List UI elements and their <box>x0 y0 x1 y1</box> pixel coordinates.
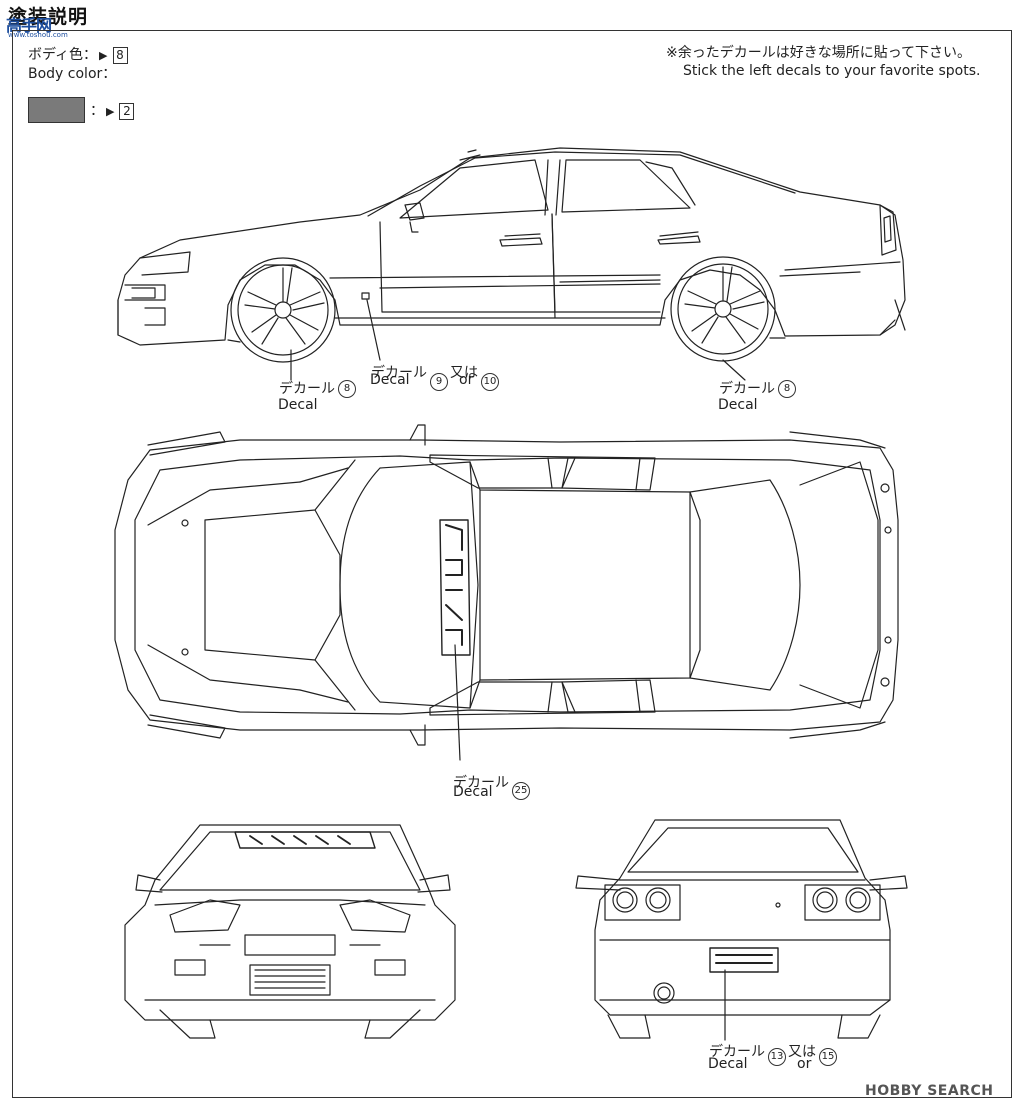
decal-number-a: 13 <box>768 1048 786 1066</box>
watermark-url: www.toshou.com <box>8 31 68 39</box>
decal-number-b: 15 <box>819 1048 837 1066</box>
body-color-label-jp: ボディ色：▶ 8 <box>28 44 128 64</box>
decal-number: 8 <box>778 380 796 398</box>
joiner-jp: 又は <box>788 1044 816 1060</box>
callout-side-door-en: Decal <box>370 372 410 388</box>
car-front-view-icon <box>124 824 456 1039</box>
note-en: Stick the left decals to your favorite s… <box>683 63 981 79</box>
decal-number-b: 10 <box>481 373 499 391</box>
drawing-frame <box>12 30 1012 1098</box>
callout-side-front-wheel-en: Decal <box>278 397 318 413</box>
body-color-jp-text: ボディ色： <box>28 47 98 63</box>
car-top-view-icon <box>114 424 899 761</box>
callout-jp: デカール <box>453 775 509 791</box>
decal-number: 25 <box>512 782 530 800</box>
callout-rear-plate-en: Decal <box>708 1056 748 1072</box>
joiner-jp: 又は <box>450 365 478 381</box>
callout-rear-plate-or: or <box>797 1056 812 1072</box>
callout-jp: デカール <box>709 1044 765 1060</box>
arrow-right-icon: ▶ <box>99 49 108 62</box>
callout-side-rear-wheel-en: Decal <box>718 397 758 413</box>
color-number-box: 8 <box>112 46 128 64</box>
note-jp: ※余ったデカールは好きな場所に貼って下さい。 <box>666 45 972 61</box>
decal-number: 8 <box>338 380 356 398</box>
decal-number-a: 9 <box>430 373 448 391</box>
body-color-label-en: Body color： <box>28 66 117 82</box>
callout-jp: デカール <box>279 381 335 397</box>
callout-jp: デカール <box>371 365 427 381</box>
callout-side-door: デカール9又は10 <box>371 355 499 391</box>
color-swatch <box>28 97 85 123</box>
page-title: 塗装説明 <box>8 6 89 28</box>
swatch-colon: ： <box>90 103 104 119</box>
callout-top-windshield-en: Decal <box>453 784 493 800</box>
car-side-view-icon <box>117 147 906 381</box>
callout-jp: デカール <box>719 381 775 397</box>
callout-side-door-or: or <box>459 372 474 388</box>
hobby-search-credit: HOBBY SEARCH <box>865 1083 994 1099</box>
swatch-label: ：▶ 2 <box>90 100 135 120</box>
swatch-number-box: 2 <box>119 102 135 120</box>
car-rear-view-icon <box>575 819 908 1041</box>
arrow-right-icon: ▶ <box>106 105 115 118</box>
